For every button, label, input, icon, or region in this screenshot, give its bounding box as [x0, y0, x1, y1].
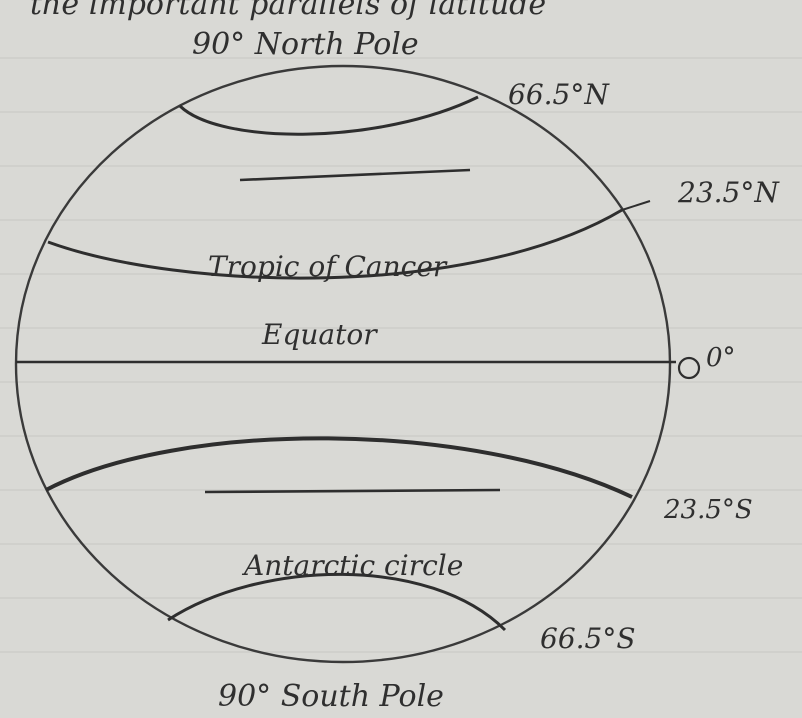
globe-outline: [14, 64, 672, 664]
tropic-of-cancer-line: [47, 208, 623, 280]
tropic-of-cancer-label: Tropic of Cancer: [208, 250, 448, 283]
south-temperate-dash: [204, 488, 501, 494]
cropped-top-text: the important parallels of latitude: [30, 0, 546, 22]
north-temperate-dash: [239, 168, 471, 182]
cancer-pointer-line: [621, 200, 651, 211]
north-pole-label: 90° North Pole: [192, 27, 419, 62]
arctic-circle-line: [178, 95, 479, 136]
antarctic-circle-label: Antarctic circle: [241, 549, 463, 582]
equator-label: Equator: [261, 318, 378, 351]
cancer-latitude-label: 23.5°N: [677, 176, 780, 209]
south-pole-label: 90° South Pole: [218, 679, 444, 714]
antarctic-latitude-label: 66.5°S: [540, 622, 636, 655]
equator-latitude-label: 0°: [706, 343, 736, 373]
arctic-latitude-label: 66.5°N: [508, 78, 610, 111]
equator-zero-circle: [677, 356, 701, 380]
capricorn-latitude-label: 23.5°S: [663, 495, 753, 525]
antarctic-circle-line: [167, 572, 507, 632]
tropic-of-capricorn-line: [45, 436, 633, 499]
